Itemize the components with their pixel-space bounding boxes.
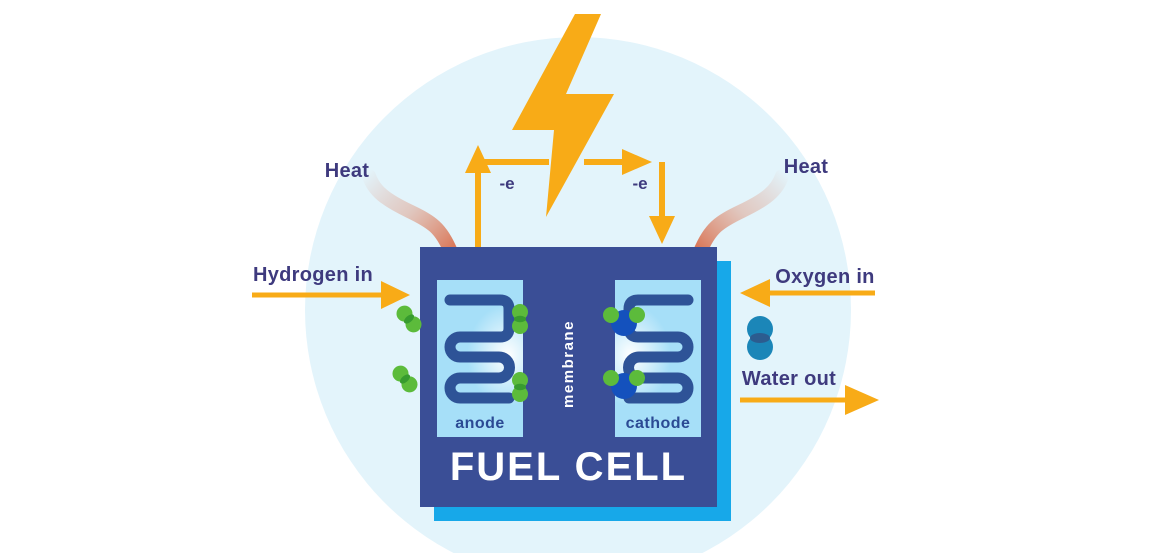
membrane-label: membrane	[560, 320, 577, 408]
hydrogen-molecule-icon	[512, 372, 528, 402]
anode-flow-channel-icon	[444, 294, 515, 404]
anode-label: anode	[455, 415, 505, 432]
cathode-label: cathode	[625, 415, 691, 432]
fuel-cell-title: FUEL CELL	[449, 445, 688, 489]
water-molecule-icon	[603, 307, 645, 336]
heat-plume-right-icon	[693, 169, 789, 259]
electron-down-arrowhead-icon	[649, 216, 675, 244]
heat-left-label: Heat	[324, 160, 370, 182]
oxygen-molecule-icon	[747, 316, 773, 360]
water-molecule-icon	[603, 370, 645, 399]
heat-right-label: Heat	[783, 156, 829, 178]
hydrogen-molecule-icon	[512, 304, 528, 334]
oxygen-in-arrowhead-icon	[740, 279, 770, 307]
hydrogen-molecule-icon	[392, 365, 418, 393]
cathode-panel: cathode	[615, 280, 701, 437]
hydrogen-in-label: Hydrogen in	[253, 264, 373, 286]
oxygen-in-label: Oxygen in	[775, 266, 875, 288]
water-out-label: Water out	[741, 368, 837, 390]
heat-plume-left-icon	[362, 169, 458, 259]
electron-left-label: -e	[499, 174, 515, 193]
electron-right-label: -e	[632, 174, 648, 193]
water-out-arrowhead-icon	[845, 385, 879, 415]
hydrogen-in-arrowhead-icon	[381, 281, 410, 309]
anode-panel: anode	[437, 280, 523, 437]
lightning-bolt-icon	[512, 14, 614, 217]
electron-right-arrowhead-icon	[622, 149, 652, 175]
hydrogen-molecule-icon	[396, 305, 422, 333]
fuel-cell-box: anode cathode membrane FUEL CELL	[420, 247, 717, 507]
